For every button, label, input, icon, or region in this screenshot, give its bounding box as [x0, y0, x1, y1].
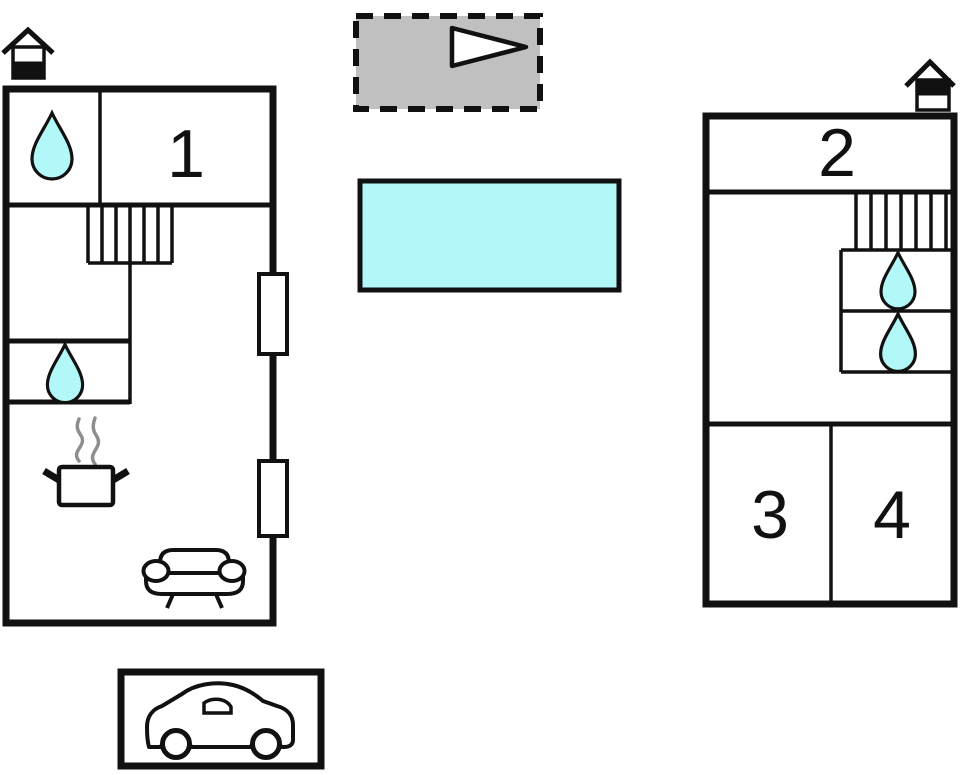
sofa-armrest [141, 559, 171, 583]
car-icon [145, 681, 295, 760]
pennant-flag-icon [449, 25, 529, 69]
pot-handle [42, 467, 61, 484]
building-ground-floor: 1 [2, 85, 289, 627]
room-2-label: 2 [818, 115, 856, 191]
room-4-label: 4 [873, 477, 911, 553]
house-upper-floor-fill [916, 79, 950, 96]
carport [117, 668, 325, 770]
car-wheel [160, 728, 192, 760]
ground-floor-outer-walls [2, 85, 277, 627]
terrace-area [353, 13, 543, 112]
window [257, 459, 289, 538]
stairs-icon [854, 192, 948, 250]
car-wheel [250, 728, 282, 760]
building-upper-floor: 2 3 4 [702, 112, 958, 608]
sofa-armrest [217, 559, 247, 583]
sofa-icon [141, 548, 247, 609]
stairs-icon [86, 205, 174, 265]
terrace [353, 13, 543, 112]
bathroom [839, 248, 953, 374]
house-roof [904, 58, 956, 88]
steam-icon [74, 416, 101, 466]
steam-line [90, 416, 101, 466]
window [257, 272, 289, 356]
room-1-label: 1 [167, 116, 205, 192]
car-window [202, 697, 233, 715]
house-upper-floor-icon [904, 58, 956, 112]
pot-handle [111, 467, 130, 484]
room-3-label: 3 [751, 477, 789, 553]
house-ground-floor-fill [12, 61, 45, 79]
house-ground-floor-icon [1, 26, 55, 80]
pot-body [56, 464, 116, 508]
cooking-pot-icon [42, 464, 130, 508]
house-roof [1, 26, 55, 55]
sofa-seat [144, 571, 245, 596]
swimming-pool [357, 178, 622, 293]
steam-line [74, 417, 85, 463]
